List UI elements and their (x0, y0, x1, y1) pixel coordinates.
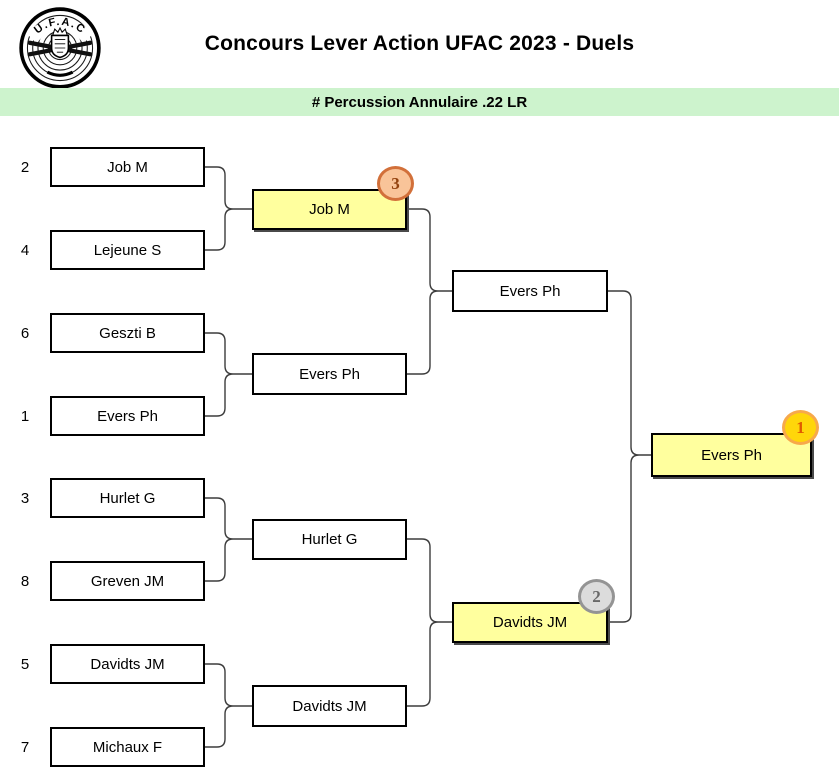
rank-badge-third: 3 (377, 166, 414, 201)
bracket-box-r1-5: Hurlet G (50, 478, 205, 518)
bracket-box-r1-2: Lejeune S (50, 230, 205, 270)
seed-number: 5 (20, 655, 30, 673)
seed-number: 2 (20, 158, 30, 176)
player-name: Greven JM (90, 572, 165, 590)
bracket-box-r1-3: Geszti B (50, 313, 205, 353)
connector-r1-pair3 (204, 497, 253, 582)
player-name: Michaux F (92, 738, 163, 756)
bracket-box-r1-6: Greven JM (50, 561, 205, 601)
player-name: Geszti B (99, 324, 156, 342)
bracket-box-sf-4: Davidts JM (252, 685, 407, 727)
logo-top-band (27, 17, 93, 44)
connector-r1-pair1 (204, 166, 253, 251)
rank-badge-second: 2 (578, 579, 615, 614)
bracket-box-r1-4: Evers Ph (50, 396, 205, 436)
seed-number: 7 (20, 738, 30, 756)
bracket-box-r1-7: Davidts JM (50, 644, 205, 684)
connector-sf-bottom (406, 538, 453, 707)
seed-number: 3 (20, 489, 30, 507)
player-name: Hurlet G (99, 489, 156, 507)
bracket-box-sf-3: Hurlet G (252, 519, 407, 560)
player-name: Evers Ph (299, 365, 360, 383)
player-name: Evers Ph (499, 282, 561, 300)
bracket-box-final-1: Evers Ph (452, 270, 608, 312)
bracket-box-final-2: 2 Davidts JM (452, 579, 615, 643)
category-label: # Percussion Annulaire .22 LR (311, 93, 528, 111)
seed-number: 1 (20, 407, 30, 425)
player-name: Evers Ph (701, 446, 762, 464)
bracket-box-r1-1: Job M (50, 147, 205, 187)
connector-sf-top (406, 208, 453, 375)
player-name: Lejeune S (93, 241, 162, 259)
bracket-box-r1-8: Michaux F (50, 727, 205, 767)
rank-badge-first: 1 (782, 410, 819, 445)
player-name: Davidts JM (90, 655, 165, 673)
seed-number: 6 (20, 324, 30, 342)
player-name: Job M (107, 158, 148, 176)
logo-banner (46, 70, 74, 77)
player-name: Job M (309, 201, 350, 218)
player-name: Evers Ph (97, 407, 158, 425)
connector-r1-pair2 (204, 332, 253, 417)
player-name: Hurlet G (301, 531, 358, 548)
crest-icon (50, 26, 70, 59)
connector-final (607, 290, 652, 623)
page-title: Concours Lever Action UFAC 2023 - Duels (204, 32, 635, 55)
category-bar: # Percussion Annulaire .22 LR (0, 88, 839, 116)
bracket-box-sf-2: Evers Ph (252, 353, 407, 395)
bracket-box-winner: 1 Evers Ph (651, 410, 819, 477)
bracket-box-sf-1: 3 Job M (252, 166, 414, 230)
seed-number: 4 (20, 241, 30, 259)
player-name: Davidts JM (292, 697, 367, 715)
ufac-logo-icon: U.F.A.C (19, 7, 101, 89)
connector-r1-pair4 (204, 663, 253, 748)
seed-number: 8 (20, 572, 30, 590)
player-name: Davidts JM (492, 614, 568, 631)
